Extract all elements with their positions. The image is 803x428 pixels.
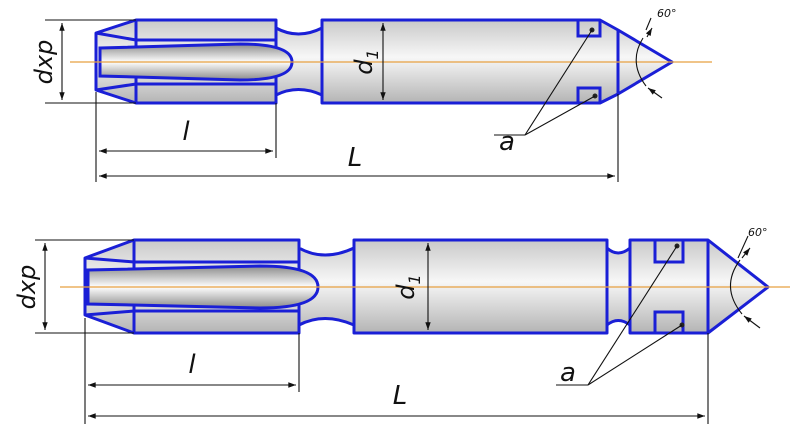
top-diameter-label: d1 <box>350 49 382 74</box>
bottom-total-length-label: L <box>393 381 408 411</box>
top-total-length-label: L <box>348 143 363 173</box>
bottom-diameter-label: d1 <box>392 274 424 299</box>
bottom-thread-length-label: l <box>188 350 196 380</box>
bottom-tap: dxp d1 l L a 60° <box>13 226 790 424</box>
bottom-thread-label: dxp <box>13 265 41 310</box>
top-angle-label: 60° <box>657 7 677 20</box>
bottom-center-label: a <box>560 358 576 388</box>
top-thread-length-label: l <box>182 117 190 147</box>
top-thread-label: dxp <box>30 40 58 85</box>
top-tap: dxp d1 l L a 60° <box>30 7 712 182</box>
top-center-label: a <box>499 127 515 157</box>
bottom-angle-label: 60° <box>748 226 768 239</box>
